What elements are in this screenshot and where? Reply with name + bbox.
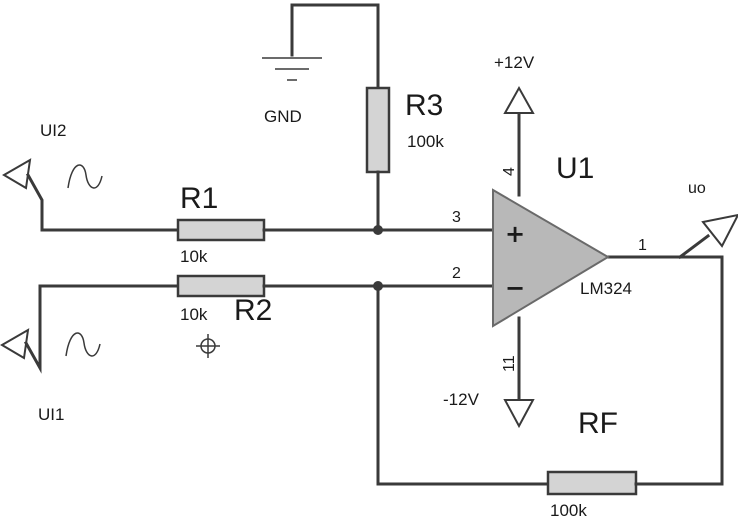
gnd-wire (290, 3, 380, 90)
feedback-right-wire (606, 255, 724, 486)
pin-3-label: 3 (452, 209, 461, 226)
junction-dot-noninv (373, 225, 383, 235)
feedback-left-wire (376, 284, 550, 486)
ui1-label: UI1 (38, 405, 64, 424)
resistor-rf (546, 470, 638, 496)
vminus-label: -12V (443, 390, 480, 409)
vminus-arrow-icon (503, 399, 535, 429)
r2-label: R2 (234, 294, 272, 327)
ground-icon (262, 57, 322, 81)
r3-label: R3 (405, 89, 443, 122)
vplus-label: +12V (494, 53, 535, 72)
r1-value: 10k (180, 247, 208, 266)
ui1-source-icon (0, 284, 101, 374)
ui2-source-icon (2, 158, 103, 232)
u1-label: U1 (556, 152, 594, 185)
pin-2-label: 2 (452, 265, 461, 282)
r3-value: 100k (407, 132, 444, 151)
opamp-plus-sign: + (505, 220, 525, 248)
vplus-arrow-icon (503, 85, 535, 114)
opamp-minus-sign: − (505, 274, 525, 302)
ui2-label: UI2 (40, 121, 66, 140)
resistor-r3 (365, 86, 391, 174)
output-label: uo (688, 180, 706, 197)
rf-value: 100k (550, 501, 587, 519)
pin-4-label: 4 (501, 167, 518, 176)
crosshair-cursor-icon (196, 334, 220, 358)
u1-part-label: LM324 (580, 279, 632, 298)
resistor-r2 (176, 274, 266, 298)
pin-1-label: 1 (638, 237, 647, 254)
opamp-u1 (492, 188, 610, 328)
r1-label: R1 (180, 182, 218, 215)
r2-value: 10k (180, 305, 208, 324)
output-arrow-icon (677, 213, 738, 260)
ground-label: GND (264, 107, 302, 126)
rf-label: RF (578, 407, 618, 440)
resistor-r1 (176, 218, 266, 242)
pin-11-label: 11 (501, 355, 518, 372)
